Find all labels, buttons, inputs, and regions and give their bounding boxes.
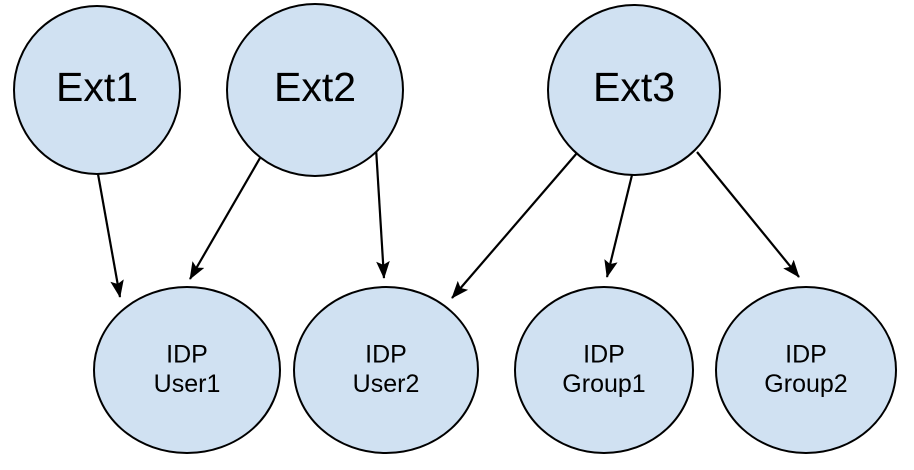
node-idp-group1-shape[interactable] xyxy=(514,286,694,454)
edge-ext1-to-idp-user1 xyxy=(96,173,124,298)
node-ext1[interactable]: Ext1 xyxy=(13,5,181,175)
edge-ext3-to-idp-group2 xyxy=(696,151,800,278)
node-idp-user2-shape[interactable] xyxy=(293,286,479,454)
edge-ext2-to-idp-user1 xyxy=(189,157,261,280)
node-ext3[interactable]: Ext3 xyxy=(547,4,721,176)
edge-ext3-to-idp-user2 xyxy=(451,152,578,299)
node-ext1-label: Ext1 xyxy=(56,64,138,110)
edge-layer xyxy=(96,147,800,299)
node-idp-group2-shape[interactable] xyxy=(715,286,897,454)
node-ext2-shape[interactable] xyxy=(226,3,404,177)
node-ext2-label: Ext2 xyxy=(274,64,356,110)
node-ext2[interactable]: Ext2 xyxy=(226,3,404,177)
node-ext1-shape[interactable] xyxy=(13,5,181,175)
edge-ext2-to-idp-user2 xyxy=(374,147,390,279)
edge-ext3-to-idp-group1 xyxy=(604,174,634,278)
node-ext3-shape[interactable] xyxy=(547,4,721,176)
node-idp-user1-shape[interactable] xyxy=(93,286,281,454)
node-ext3-label: Ext3 xyxy=(593,64,675,110)
